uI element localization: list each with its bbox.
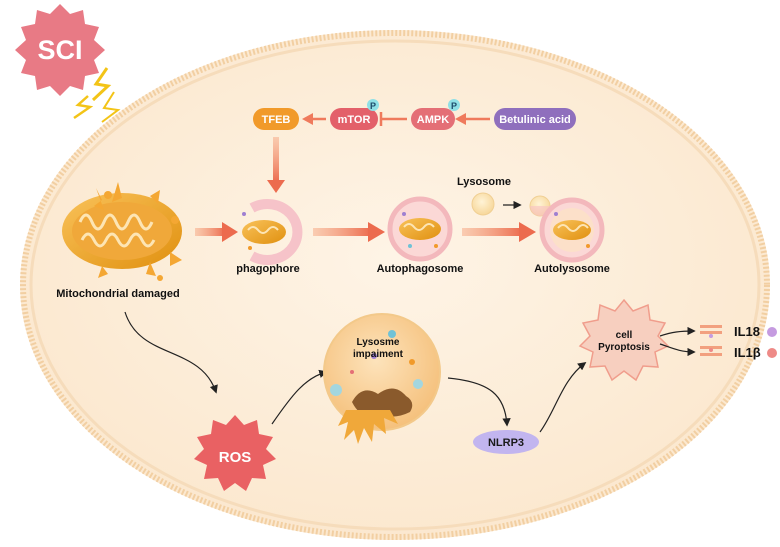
betulinic-acid-node: Betulinic acid xyxy=(494,108,576,130)
ros-label: ROS xyxy=(219,449,252,466)
autolysosome-label: Autolysosome xyxy=(534,263,610,275)
damaged-mitochondrion-icon xyxy=(62,182,182,281)
il18-dot-icon xyxy=(767,327,777,337)
ros-starburst-icon: ROS xyxy=(194,415,276,491)
mtor-phospho-badge xyxy=(367,99,379,111)
pyroptosis-starburst-icon: cell Pyroptosis xyxy=(578,298,670,382)
arrow-head-autophagosome-autolysosome xyxy=(519,222,536,242)
arrow-head-phagophore-autophagosome xyxy=(368,222,385,242)
inhibit-ampk-mtor xyxy=(379,112,407,126)
membrane-pore-icon xyxy=(700,325,722,356)
pyroptosis-line1: cell xyxy=(616,330,633,341)
cell-membrane xyxy=(20,30,770,540)
arrow-head-mtor-tfeb xyxy=(302,113,313,125)
mtor-node: mTOR P xyxy=(330,99,379,130)
sci-badge: SCI xyxy=(15,4,105,96)
arrow-mito-phagophore xyxy=(195,228,225,236)
autophagosome-icon xyxy=(387,196,453,262)
arrow-pyroptosis-to-il1b xyxy=(659,343,696,357)
arrow-head-mito-phagophore xyxy=(222,222,238,242)
il1b-dot-icon xyxy=(767,348,777,358)
tfeb-label: TFEB xyxy=(262,114,291,126)
autophagosome-label: Autophagosome xyxy=(377,263,464,275)
ampk-phospho-badge xyxy=(448,99,460,111)
il1b-label: IL1β xyxy=(734,345,761,360)
sci-label: SCI xyxy=(37,35,82,65)
arrow-nlrp3-to-pyroptosis xyxy=(539,362,587,433)
nlrp3-label: NLRP3 xyxy=(488,437,524,449)
arrow-head-betulinic-ampk xyxy=(455,113,466,125)
mtor-phospho-label: P xyxy=(370,101,376,111)
arrow-ros-to-lysosome xyxy=(271,369,328,425)
ampk-node: AMPK P xyxy=(411,99,460,130)
mtor-label: mTOR xyxy=(338,114,371,126)
lightning-icon xyxy=(73,67,121,123)
lysosome-label: Lysosome xyxy=(457,176,511,188)
betulinic-acid-label: Betulinic acid xyxy=(499,114,571,126)
arrow-lysosome-to-nlrp3 xyxy=(447,377,511,427)
arrow-phagophore-autophagosome xyxy=(313,228,371,236)
autolysosome-icon xyxy=(539,197,605,263)
ampk-phospho-label: P xyxy=(451,101,457,111)
impaired-lysosome-icon xyxy=(323,313,441,444)
phagophore-label: phagophore xyxy=(236,263,300,275)
ampk-label: AMPK xyxy=(417,114,449,126)
lysosome-icon xyxy=(471,192,495,216)
arrow-tfeb-down xyxy=(273,137,279,182)
arrow-pyroptosis-to-il18 xyxy=(659,326,696,337)
arrow-autophagosome-autolysosome xyxy=(462,228,522,236)
arrow-mito-to-ros xyxy=(124,311,218,394)
lysosome-impairment-line2: impaiment xyxy=(353,349,404,360)
phagophore-icon xyxy=(242,199,303,265)
nlrp3-node: NLRP3 xyxy=(473,430,539,454)
mitochondria-label: Mitochondrial damaged xyxy=(56,288,179,300)
il18-label: IL18 xyxy=(734,324,760,339)
lysosome-impairment-line1: Lysosme xyxy=(357,337,400,348)
pyroptosis-line2: Pyroptosis xyxy=(598,342,650,353)
tfeb-node: TFEB xyxy=(253,108,299,130)
arrow-head-tfeb-down xyxy=(267,180,285,193)
